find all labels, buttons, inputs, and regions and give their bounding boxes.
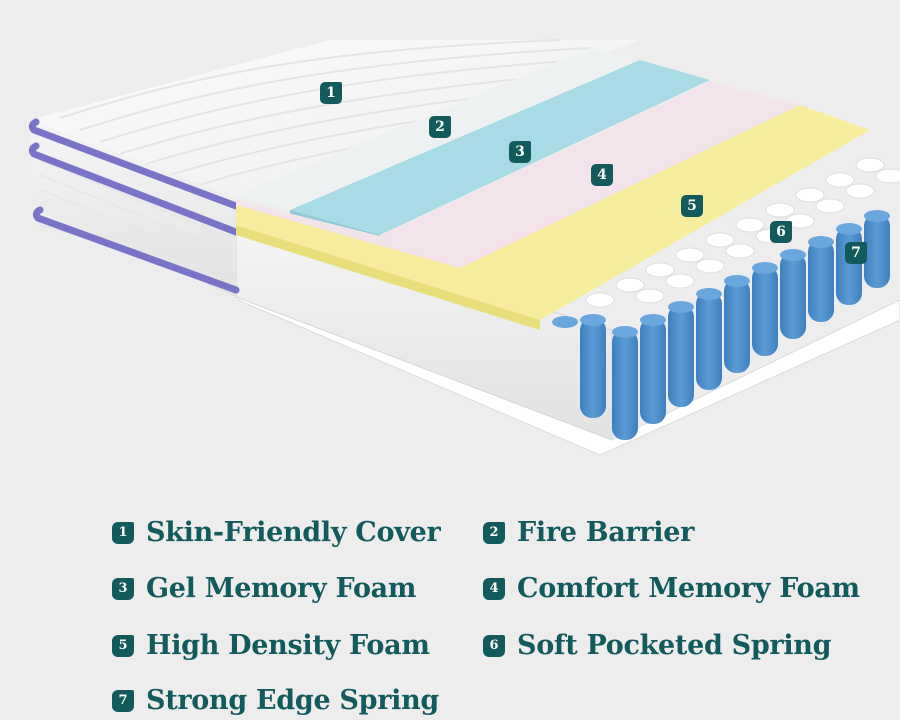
callout-badge-2: 2 xyxy=(429,116,451,138)
legend-number-badge: 4 xyxy=(483,577,505,600)
legend-number-badge: 6 xyxy=(483,634,505,657)
legend-label: Gel Memory Foam xyxy=(146,573,417,604)
legend-item-skin-friendly-cover: 1 Skin-Friendly Cover xyxy=(112,517,441,548)
legend-number-badge: 1 xyxy=(112,521,134,544)
legend-item-soft-pocketed-spring: 6 Soft Pocketed Spring xyxy=(483,630,832,661)
legend-label: Strong Edge Spring xyxy=(146,685,439,716)
callout-badge-4: 4 xyxy=(591,164,613,186)
legend-number-badge: 2 xyxy=(483,521,505,544)
callout-badge-1: 1 xyxy=(320,82,342,104)
legend-label: Fire Barrier xyxy=(517,517,695,548)
callout-badge-5: 5 xyxy=(681,195,703,217)
legend-item-strong-edge-spring: 7 Strong Edge Spring xyxy=(112,685,439,716)
legend-number-badge: 5 xyxy=(112,634,134,657)
callout-badge-6: 6 xyxy=(770,221,792,243)
legend-item-comfort-memory-foam: 4 Comfort Memory Foam xyxy=(483,573,860,604)
mattress-illustration xyxy=(28,39,900,456)
legend-label: Comfort Memory Foam xyxy=(517,573,860,604)
legend-label: High Density Foam xyxy=(146,630,430,661)
legend-item-gel-memory-foam: 3 Gel Memory Foam xyxy=(112,573,416,604)
legend-number-badge: 3 xyxy=(112,577,134,600)
legend-label: Skin-Friendly Cover xyxy=(146,517,441,548)
legend-number-badge: 7 xyxy=(112,689,134,712)
legend-item-high-density-foam: 5 High Density Foam xyxy=(112,630,430,661)
callout-badge-7: 7 xyxy=(845,242,867,264)
legend-item-fire-barrier: 2 Fire Barrier xyxy=(483,517,694,548)
callout-badge-3: 3 xyxy=(509,141,531,163)
legend-label: Soft Pocketed Spring xyxy=(517,630,832,661)
